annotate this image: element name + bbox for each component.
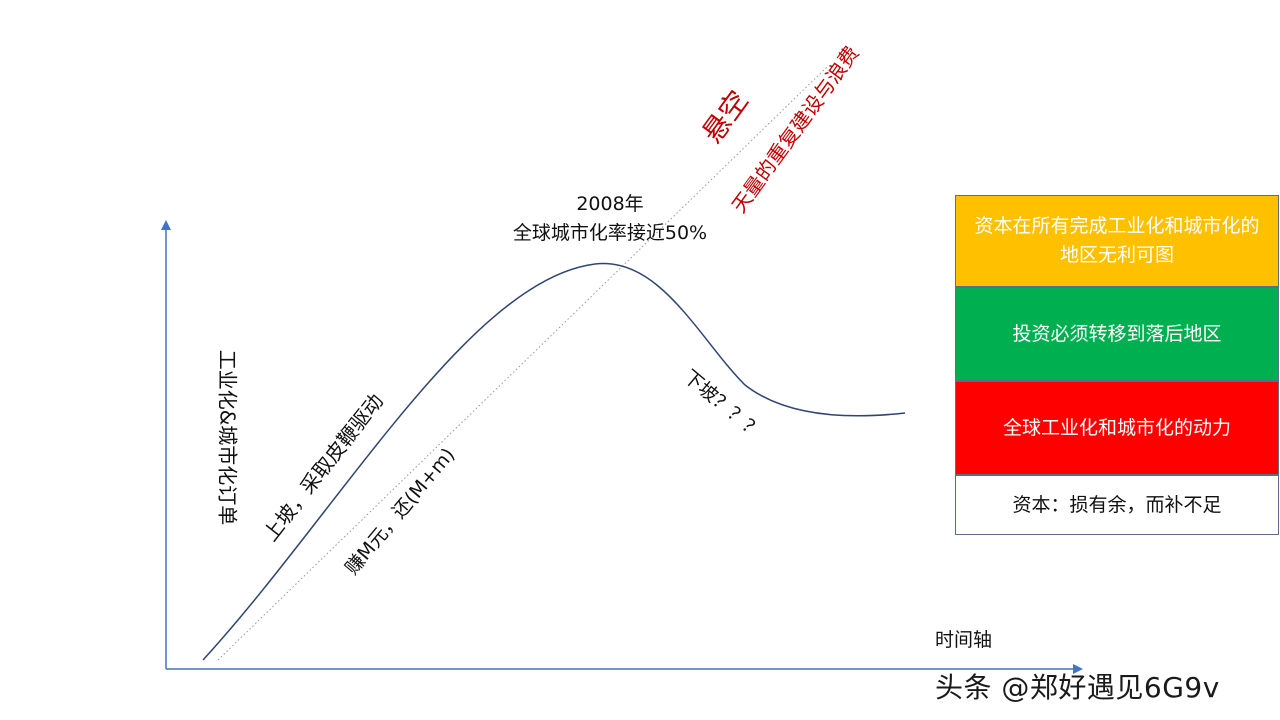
orders-label: 工业化&城市化订单 <box>215 349 240 526</box>
panel-box-unprofitable: 资本在所有完成工业化和城市化的地区无利可图 <box>956 196 1278 288</box>
peak-rate-label: 全球城市化率接近50% <box>512 222 708 244</box>
summary-panel: 资本在所有完成工业化和城市化的地区无利可图 投资必须转移到落后地区 全球工业化和… <box>955 195 1279 535</box>
panel-box-capital: 资本：损有余，而补不足 <box>956 476 1278 534</box>
watermark: 头条 @郑好遇见6G9v <box>935 671 1220 704</box>
dotted-trend-line <box>217 65 829 661</box>
peak-year-label: 2008年 <box>576 193 644 215</box>
y-axis-arrowhead <box>161 220 171 230</box>
cycle-curve <box>202 262 906 661</box>
panel-box-shift-investment: 投资必须转移到落后地区 <box>956 288 1278 382</box>
panel-box-driving-force: 全球工业化和城市化的动力 <box>956 382 1278 476</box>
x-axis-arrowhead <box>1073 664 1083 674</box>
time-axis-label: 时间轴 <box>935 629 993 651</box>
